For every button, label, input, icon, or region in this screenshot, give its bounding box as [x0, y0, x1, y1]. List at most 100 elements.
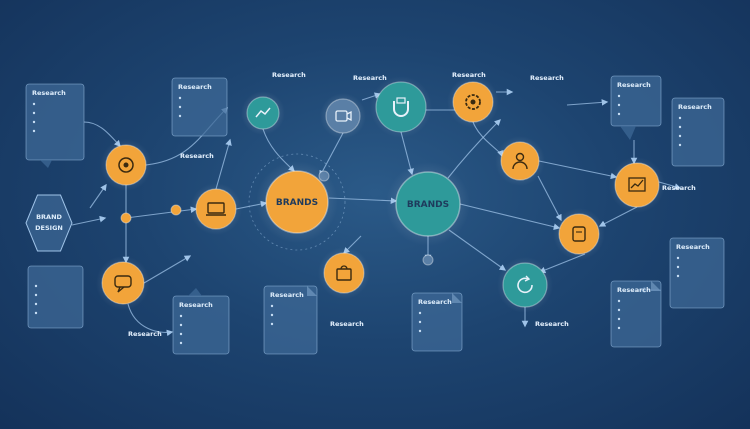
bullet-dot [678, 125, 682, 129]
orbit-ring [248, 153, 346, 251]
icon-node [447, 76, 499, 128]
card-layer: ResearchResearchResearchResearchResearch… [25, 75, 725, 355]
label-title: Research [535, 320, 569, 328]
floating-label: Research [128, 330, 162, 338]
label-title: Research [128, 330, 162, 338]
bullet-dot [617, 326, 621, 330]
card-frame [671, 97, 725, 167]
bullet-dot [34, 302, 38, 306]
node-circle [558, 213, 600, 255]
chart-line-icon [255, 107, 271, 118]
bullet-dot [32, 111, 36, 115]
hex-card-shape [25, 194, 73, 252]
connector-6 [125, 206, 198, 219]
bullet-dot [32, 102, 36, 106]
bullet-dot [678, 116, 682, 120]
icon-node [497, 257, 553, 313]
bullet-dot [617, 103, 621, 107]
laptop-icon [206, 202, 226, 216]
chart-frame [628, 177, 646, 192]
center-hub: BRANDS [386, 162, 470, 246]
junction-dot-1 [120, 212, 132, 224]
refresh-arc [517, 277, 533, 294]
node-circle [325, 98, 361, 134]
connector-20 [538, 160, 618, 180]
card-tail [40, 160, 52, 168]
connector-16 [459, 203, 561, 230]
icon-node [100, 139, 152, 191]
bullet-dot [34, 311, 38, 315]
card-fold [452, 293, 462, 303]
gear-icon [465, 94, 481, 110]
bullet-dot [178, 96, 182, 100]
gear-cycle-icon [118, 157, 134, 173]
info-card: Research [669, 237, 725, 309]
gear-teeth [465, 94, 481, 110]
bullet-dot [617, 317, 621, 321]
magnet-arc [393, 101, 409, 117]
left-label-subtitle: DESIGN [35, 224, 63, 232]
hand-shape [572, 226, 586, 242]
node-circle [195, 188, 237, 230]
camera-lens [346, 110, 352, 122]
info-card: Research [411, 292, 463, 352]
chart-trend [630, 179, 644, 189]
bullet-dot [32, 129, 36, 133]
refresh-head [524, 275, 531, 282]
person-body [512, 161, 528, 170]
label-title: Research [180, 152, 214, 160]
icon-node [318, 247, 370, 299]
node-circle [323, 252, 365, 294]
icon-node [320, 93, 366, 139]
junction-dot-3 [422, 254, 434, 266]
shopping-bag-icon [336, 265, 352, 281]
bullet-dot [418, 320, 422, 324]
info-card: Research [263, 285, 318, 355]
bullet-dot [179, 314, 183, 318]
floating-label: Research [535, 320, 569, 328]
floating-label: Research [353, 74, 387, 82]
chart-icon [628, 177, 646, 192]
bullet-dot [617, 308, 621, 312]
card-fold [307, 286, 317, 296]
person-head [515, 152, 525, 162]
bullet-dot [418, 329, 422, 333]
node-circle [375, 81, 427, 133]
card-title: Research [617, 81, 651, 89]
floating-label: Research [330, 320, 364, 328]
floating-label: Research [662, 184, 696, 192]
floating-label: Research [180, 152, 214, 160]
icon-node [370, 76, 432, 138]
card-frame [610, 280, 662, 348]
card-title: Research [418, 298, 452, 306]
chat-bubble-icon [114, 275, 132, 293]
node-layer: BRANDS BRANDS [96, 76, 665, 313]
label-title: Research [530, 74, 564, 82]
label-title: Research [330, 320, 364, 328]
bubble-tail [117, 286, 125, 293]
hand-icon [572, 226, 586, 242]
connector-24 [448, 229, 507, 271]
card-frame [25, 83, 85, 161]
icon-node [609, 157, 665, 213]
icon-node [190, 183, 242, 235]
icon-node [96, 256, 150, 310]
connector-17 [447, 119, 501, 179]
info-card: Research [25, 83, 85, 168]
info-card: Research [610, 280, 662, 348]
card-frame [171, 77, 228, 137]
card-frame [669, 237, 725, 309]
person-icon [512, 152, 528, 170]
floating-label: Research [272, 71, 306, 79]
info-card: Research [671, 97, 725, 167]
bullet-dot [418, 311, 422, 315]
connector-8 [143, 255, 192, 284]
gear-core [123, 162, 129, 168]
card-tail [620, 126, 636, 140]
hub-title: BRANDS [276, 198, 318, 208]
card-title: Research [617, 286, 651, 294]
bullet-dot [179, 341, 183, 345]
bag-body [336, 268, 352, 281]
bullet-dot [270, 304, 274, 308]
